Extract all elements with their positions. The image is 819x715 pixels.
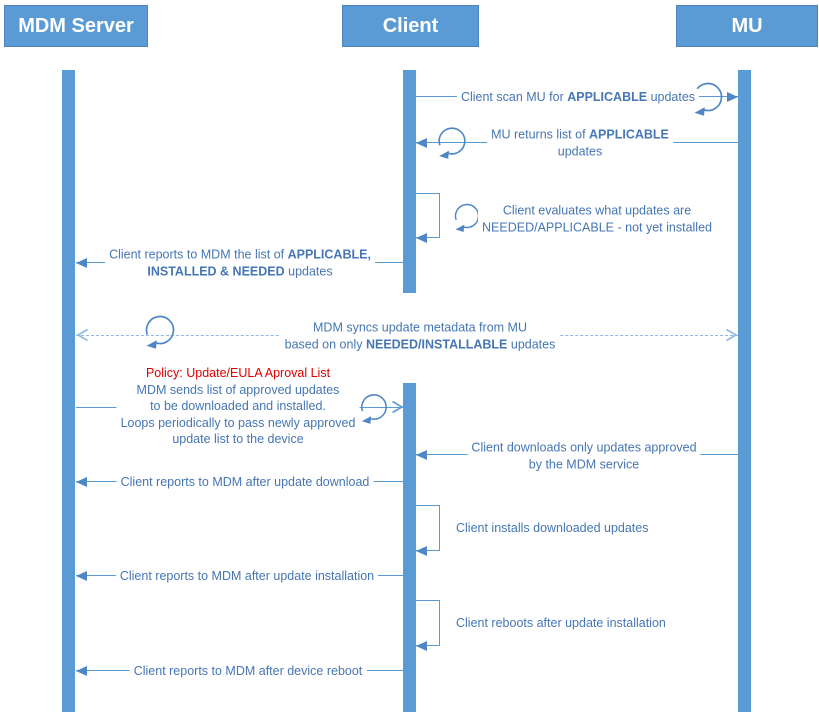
arrowhead-report-reboot: [76, 666, 87, 676]
actor-label-mdm-server: MDM Server: [18, 14, 134, 37]
actor-box-client: Client: [342, 5, 479, 47]
message-label-scan: Client scan MU for APPLICABLE updates: [456, 88, 700, 106]
open-arrowhead-sync-left: [76, 328, 88, 342]
message-label-report-install: Client reports to MDM after update insta…: [115, 567, 379, 585]
loop-icon-evaluate: [454, 203, 480, 232]
actor-box-mu: MU: [676, 5, 818, 47]
message-label-report-download: Client reports to MDM after update downl…: [116, 473, 374, 491]
message-label-report-list: Client reports to MDM the list of APPLIC…: [105, 246, 375, 280]
actor-label-client: Client: [382, 14, 439, 37]
arrowhead-return: [416, 138, 427, 148]
open-arrowhead-policy: [392, 400, 404, 414]
self-message-bracket-evaluate: [416, 193, 440, 238]
loop-icon-sync: [145, 315, 175, 349]
actor-label-mu: MU: [731, 14, 763, 37]
lifeline-client-lower: [403, 383, 416, 712]
arrowhead-install: [416, 546, 427, 556]
lifeline-mu: [738, 70, 751, 712]
loop-icon-return: [438, 127, 466, 159]
self-message-bracket-reboot: [416, 600, 440, 646]
open-arrowhead-sync-right: [726, 328, 738, 342]
lifeline-client-upper: [403, 70, 416, 293]
arrowhead-scan: [727, 92, 738, 102]
message-label-install: Client installs downloaded updates: [452, 519, 653, 537]
message-label-report-reboot: Client reports to MDM after device reboo…: [129, 662, 367, 680]
arrowhead-reboot: [416, 641, 427, 651]
arrowhead-evaluate: [416, 233, 427, 243]
loop-icon-policy: [361, 394, 387, 424]
arrowhead-report-install: [76, 571, 87, 581]
message-label-reboot: Client reboots after update installation: [452, 614, 670, 632]
arrowhead-report-list: [76, 258, 87, 268]
arrowhead-download: [416, 450, 427, 460]
arrowhead-report-download: [76, 477, 87, 487]
actor-box-mdm-server: MDM Server: [4, 5, 148, 47]
self-message-bracket-install: [416, 505, 440, 551]
lifeline-mdm-server: [62, 70, 75, 712]
